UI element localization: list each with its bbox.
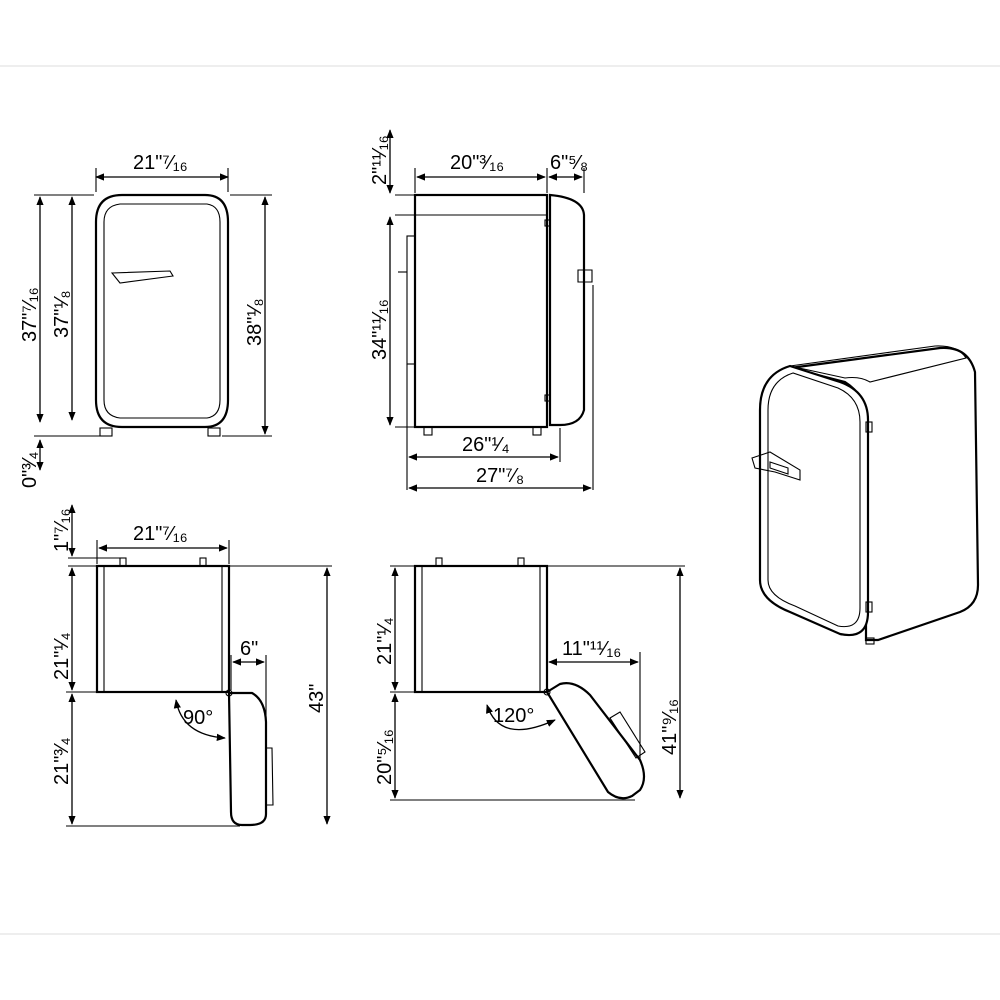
side-view-door bbox=[548, 193, 586, 427]
top-view-120-handle-icon bbox=[609, 711, 646, 759]
top90-door-sweep-label: 21"³⁄₄ bbox=[51, 737, 73, 785]
top120-swing-arc bbox=[486, 704, 556, 731]
hinge-icon bbox=[225, 689, 233, 697]
side-handle-icon bbox=[577, 269, 593, 283]
side-height-label: 34"¹¹⁄₁₆ bbox=[369, 299, 391, 360]
side-foot-front bbox=[423, 426, 433, 436]
top90-door-offset-label: 6" bbox=[240, 638, 258, 660]
top90-swing-arc bbox=[173, 699, 226, 742]
side-foot-back bbox=[532, 426, 542, 436]
door-depth-label: 6"⁵⁄₈ bbox=[550, 152, 588, 174]
top90-back-gap-label: 1"⁷⁄₁₆ bbox=[51, 508, 73, 552]
perspective-view bbox=[751, 345, 980, 645]
side-view: 2"¹¹⁄₁₆ 20"³⁄₁₆ 6"⁵⁄₈ 34"¹¹⁄₁₆ 26"¹⁄₄ 27… bbox=[369, 129, 594, 492]
left-foot bbox=[99, 427, 113, 437]
side-view-condenser bbox=[406, 235, 416, 365]
top-view-120-door bbox=[545, 682, 646, 800]
front-view-door-outline bbox=[103, 203, 221, 419]
perspective-handle-icon bbox=[751, 451, 801, 481]
front-height-outer-label: 37"⁷⁄₁₆ bbox=[19, 287, 41, 342]
perspective-front-door bbox=[758, 364, 870, 637]
top120-total-label: 41"⁹⁄₁₆ bbox=[659, 699, 681, 755]
top90-body-depth-label: 21"¹⁄₄ bbox=[51, 632, 73, 680]
front-height-total-label: 38"¹⁄₈ bbox=[244, 298, 266, 346]
top-view-90: 21"⁷⁄₁₆ 1"⁷⁄₁₆ 21"¹⁄₄ 21"³⁄₄ 6" 90° 43" bbox=[51, 504, 332, 827]
perspective-foot bbox=[865, 637, 875, 645]
front-width-label: 21"⁷⁄₁₆ bbox=[133, 152, 188, 174]
feet-height-label: 0"³⁄₄ bbox=[19, 452, 41, 488]
top90-angle-label: 90° bbox=[183, 707, 213, 729]
top120-body-depth-label: 21"¹⁄₄ bbox=[374, 617, 396, 665]
top90-total-label: 43" bbox=[306, 684, 328, 713]
top-view-90-cabinet bbox=[95, 564, 231, 694]
top120-angle-label: 120° bbox=[493, 705, 534, 727]
top90-width-label: 21"⁷⁄₁₆ bbox=[133, 523, 188, 545]
top-view-120: 21"¹⁄₄ 20"⁵⁄₁₆ 11"¹¹⁄₁₆ 120° 41"⁹⁄₁₆ bbox=[374, 557, 685, 801]
perspective-top-panel bbox=[789, 345, 967, 383]
top120-door-sweep-label: 20"⁵⁄₁₆ bbox=[374, 729, 396, 785]
side-top-gap-label: 2"¹¹⁄₁₆ bbox=[369, 135, 391, 185]
top-view-120-cabinet bbox=[413, 564, 549, 694]
front-height-body-label: 37"¹⁄₈ bbox=[51, 290, 73, 338]
top120-door-offset-label: 11"¹¹⁄₁₆ bbox=[562, 638, 621, 660]
front-view-cabinet bbox=[94, 193, 230, 429]
door-handle-icon bbox=[110, 270, 174, 284]
side-view-cabinet bbox=[413, 193, 549, 429]
side-depth-label: 20"³⁄₁₆ bbox=[450, 152, 504, 174]
right-foot bbox=[207, 427, 221, 437]
side-depth-with-door-label: 26"¹⁄₄ bbox=[462, 434, 510, 456]
side-total-depth-label: 27"⁷⁄₈ bbox=[476, 465, 524, 487]
front-view: 21"⁷⁄₁₆ 37"⁷⁄₁₆ 37"¹⁄₈ 38"¹⁄₈ 0"³⁄₄ bbox=[19, 152, 272, 488]
top-view-90-door bbox=[227, 691, 268, 827]
top-view-90-handle-icon bbox=[265, 747, 274, 806]
